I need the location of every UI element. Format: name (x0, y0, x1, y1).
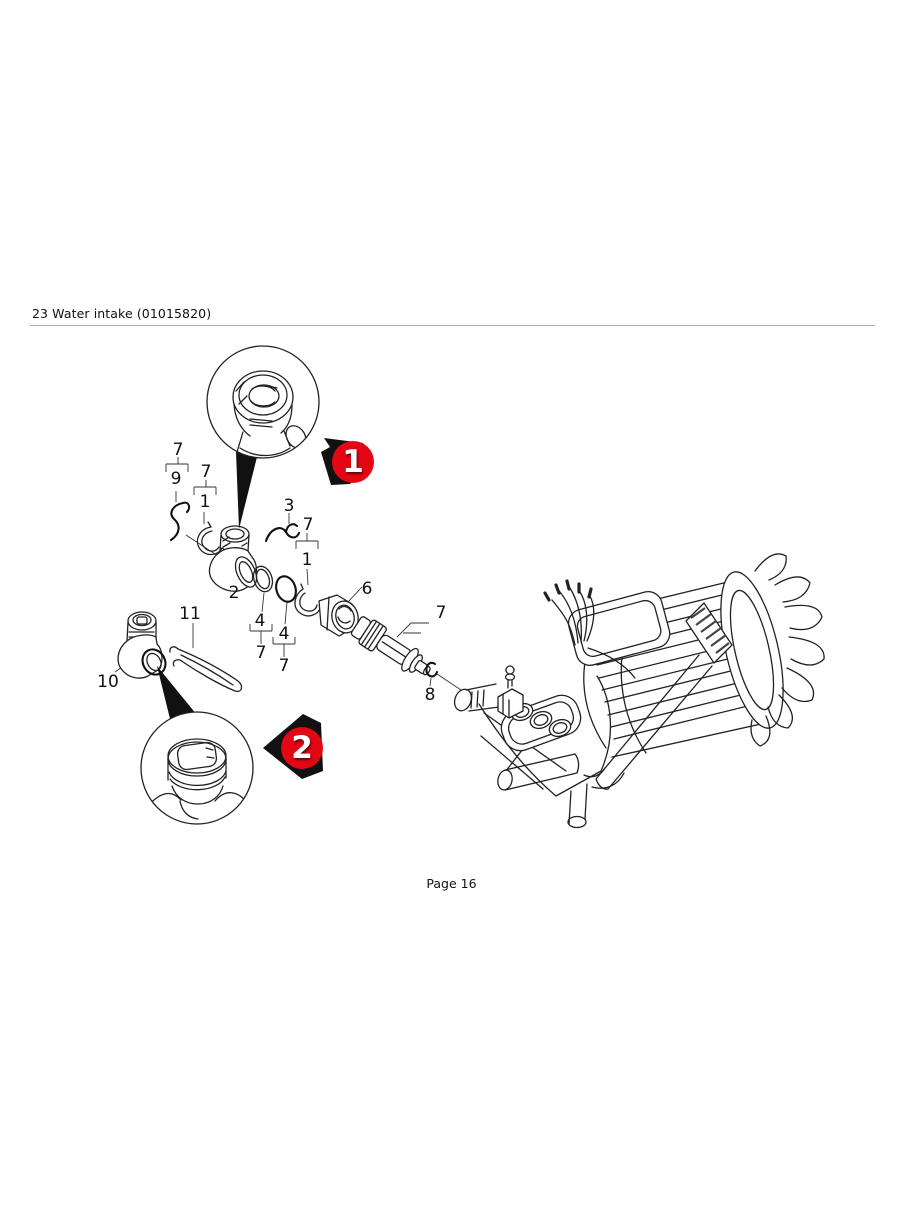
part-label-9: 9 (170, 469, 182, 489)
detail-view-2 (140, 711, 254, 825)
badge-number: 2 (291, 729, 313, 766)
kit-label-7: 7 (435, 603, 447, 623)
clip-3 (264, 523, 301, 543)
header-rule (30, 325, 875, 326)
page-number: Page 16 (426, 876, 477, 891)
detail-pointer-2 (157, 666, 197, 723)
detail-pointer-1 (236, 449, 259, 529)
part-label-10: 10 (97, 672, 119, 692)
pump-motor-assembly (453, 553, 825, 829)
elbow-fitting-10 (117, 611, 167, 679)
kit-label-7: 7 (302, 515, 314, 535)
kit-label-7: 7 (278, 656, 290, 676)
page-title: 23 Water intake (01015820) (32, 306, 212, 321)
part-label-6: 6 (361, 579, 373, 599)
o-ring-8 (425, 661, 439, 678)
part-label-2: 2 (228, 583, 240, 603)
kit-label-7: 7 (255, 643, 267, 663)
o-ring-4b (275, 575, 297, 603)
circlip-9 (169, 501, 191, 542)
part-label-8: 8 (424, 685, 436, 705)
part-label-3: 3 (283, 496, 295, 516)
o-ring-4a (252, 565, 274, 593)
part-label-4: 4 (254, 611, 266, 631)
elbow-fitting-2 (208, 525, 258, 592)
detail-badge-2: 2 (281, 727, 323, 769)
part-label-4: 4 (278, 624, 290, 644)
detail-view-1 (206, 345, 320, 459)
part-label-11: 11 (179, 604, 201, 624)
kit-label-7: 7 (172, 440, 184, 460)
detail-badge-1: 1 (332, 441, 374, 483)
part-label-1: 1 (199, 492, 211, 512)
part-label-1: 1 (301, 550, 313, 570)
pump-block (453, 665, 625, 829)
kit-label-7: 7 (200, 462, 212, 482)
badge-number: 1 (342, 443, 364, 480)
leader-lines (114, 457, 465, 693)
wire-bundle (543, 579, 636, 679)
hose-coupling-7 (350, 616, 431, 676)
clip-11 (169, 646, 243, 692)
carry-handle (595, 602, 733, 790)
